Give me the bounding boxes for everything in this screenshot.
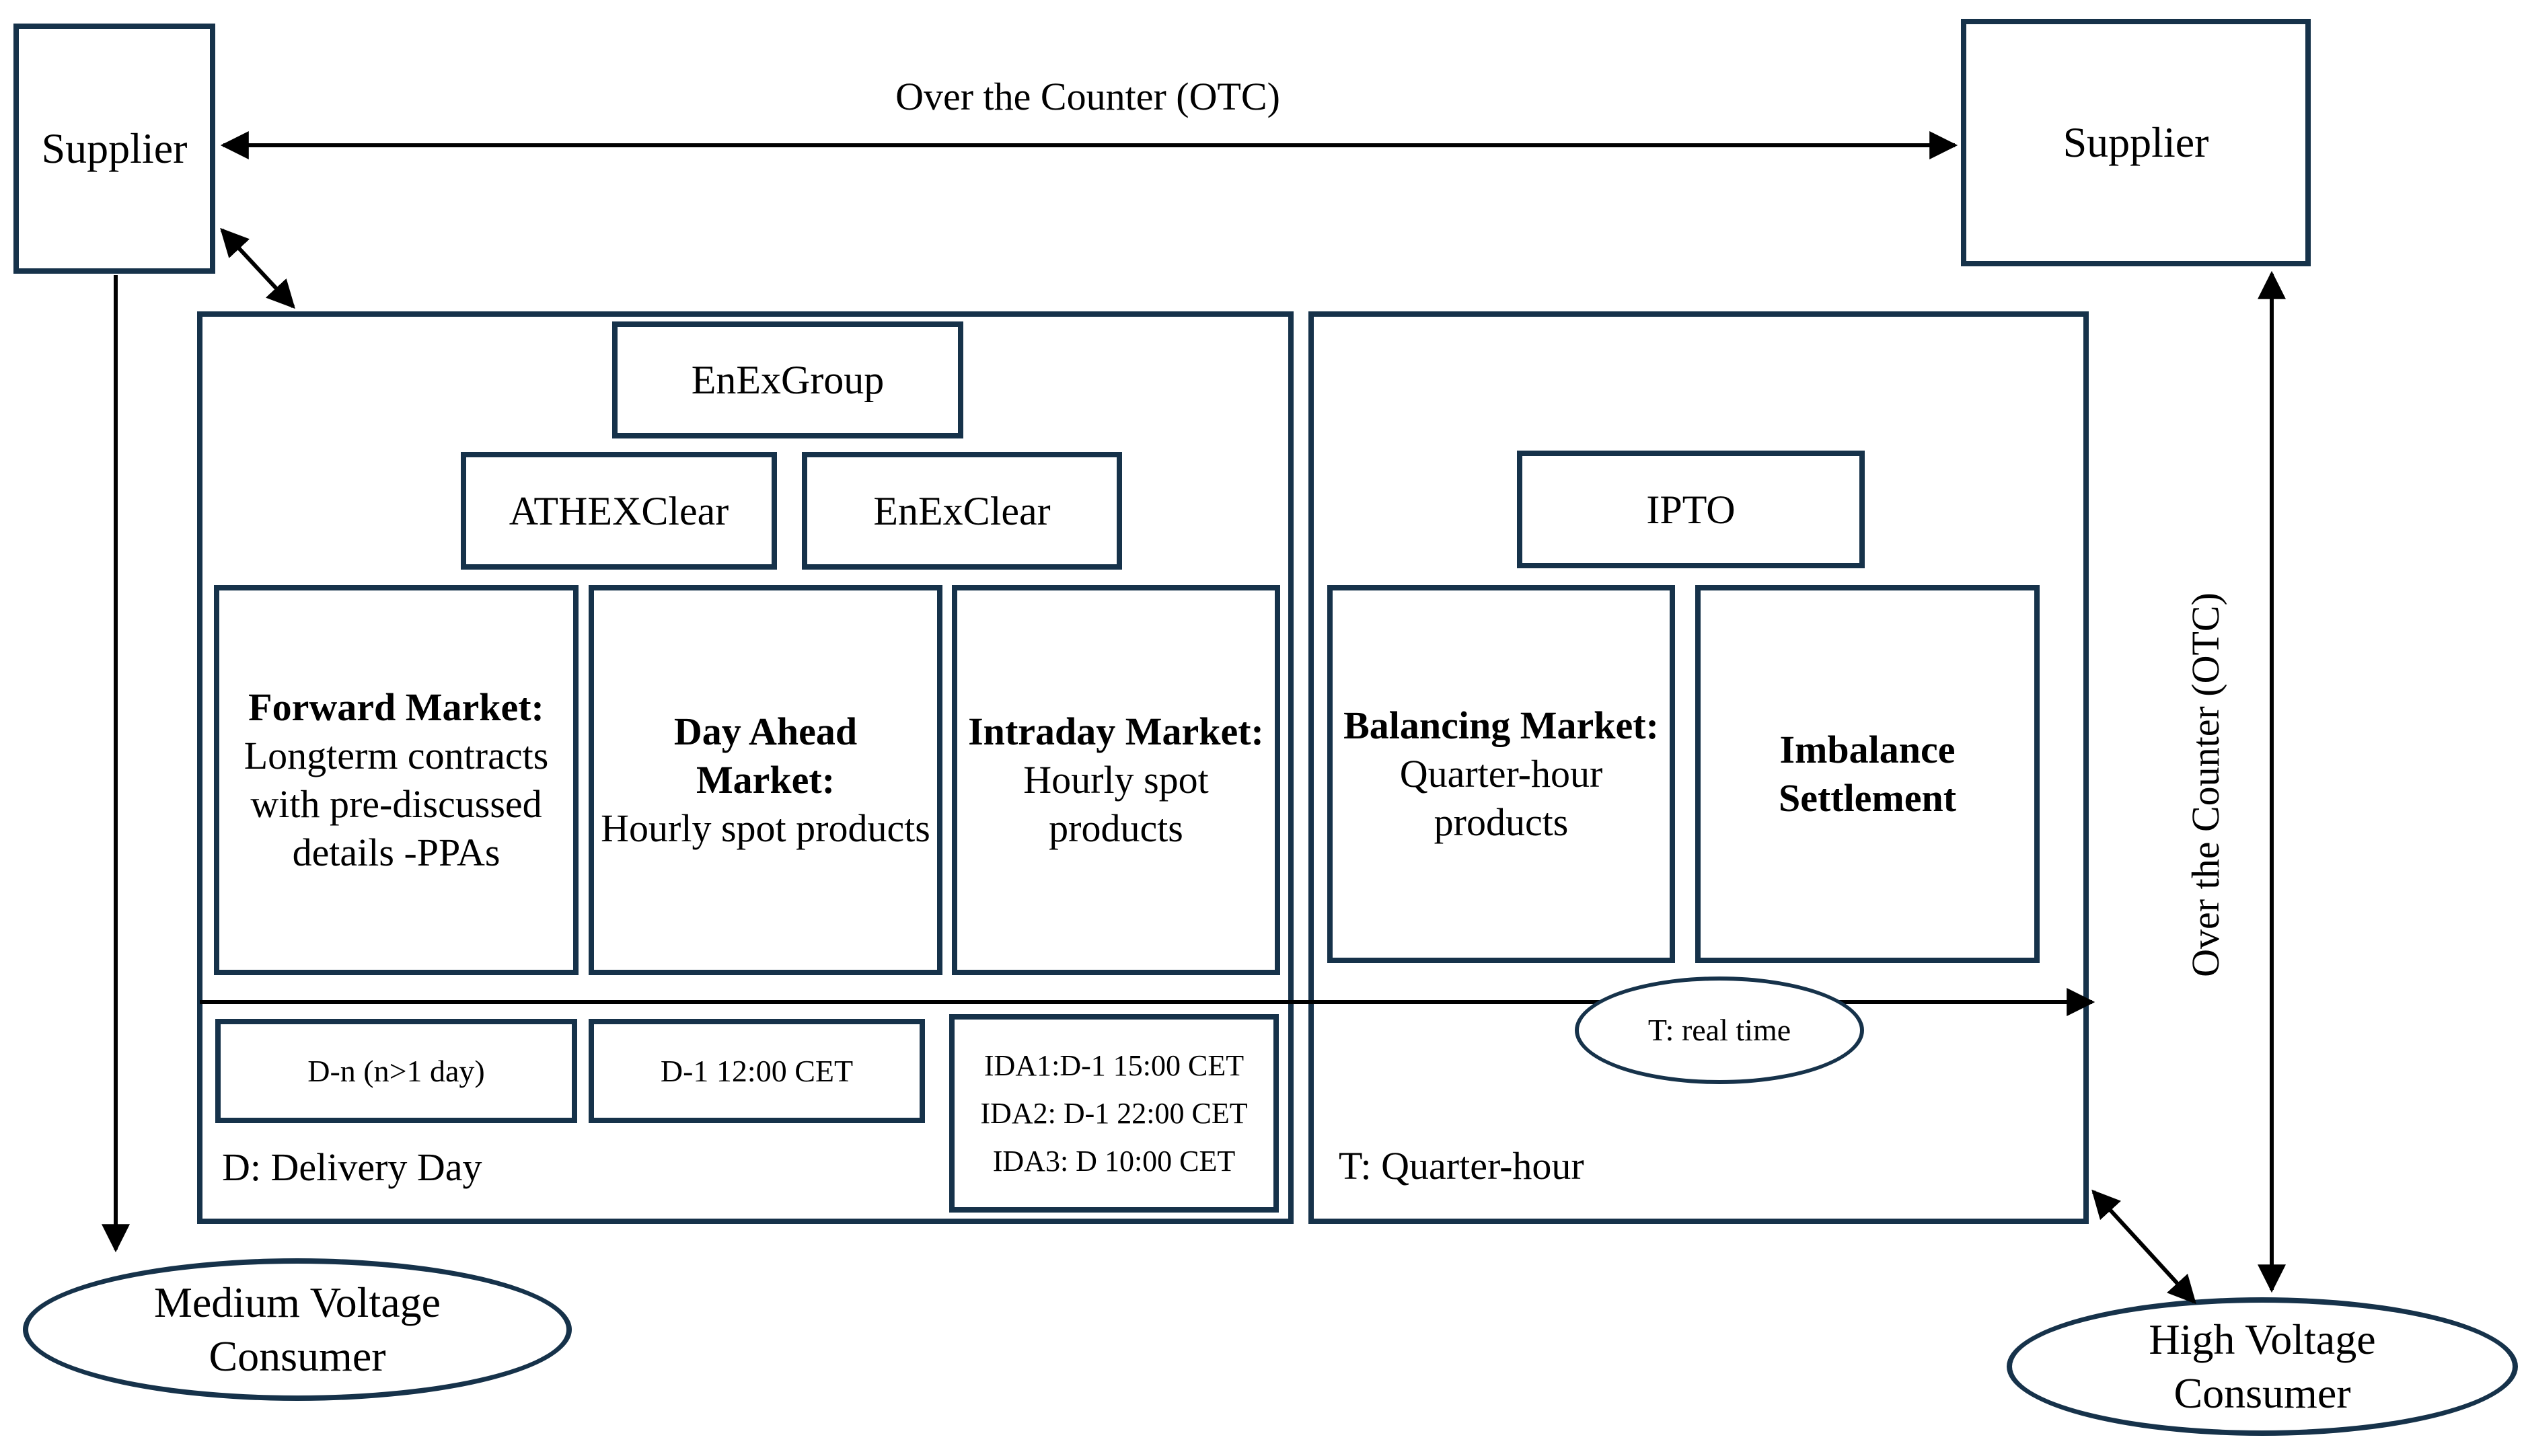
- day-ahead-market-box: Day Ahead Market: Hourly spot products: [589, 585, 942, 975]
- balancing-market-body: Quarter-hour products: [1399, 752, 1603, 844]
- otc-top-label: Over the Counter (OTC): [895, 75, 1280, 118]
- medium-voltage-consumer-label: Medium Voltage Consumer: [153, 1278, 441, 1380]
- supplier-exchange-arrow: [220, 227, 295, 309]
- high-voltage-consumer-label: High Voltage Consumer: [2149, 1315, 2376, 1417]
- otc-right-label: Over the Counter (OTC): [2184, 592, 2228, 977]
- balancing-high-voltage-arrow: [2091, 1189, 2196, 1305]
- athexclear-box: ATHEXClear: [461, 452, 777, 570]
- intraday-market-box: Intraday Market: Hourly spot products: [952, 585, 1280, 975]
- day-ahead-market-title: Day Ahead Market:: [673, 710, 858, 802]
- quarter-hour-legend: T: Quarter-hour: [1339, 1144, 1584, 1188]
- ipto-label: IPTO: [1646, 487, 1736, 532]
- intraday-timing-ida3: IDA3: D 10:00 CET: [992, 1145, 1236, 1178]
- forward-market-body: Longterm contracts with pre-discussed de…: [244, 734, 549, 874]
- intraday-market-body: Hourly spot products: [1023, 758, 1209, 850]
- supplier-left-label: Supplier: [41, 124, 188, 172]
- enexclear-label: EnExClear: [873, 488, 1051, 533]
- day-ahead-timing-label: D-1 12:00 CET: [660, 1053, 854, 1088]
- forward-timing-label: D-n (n>1 day): [307, 1053, 485, 1088]
- day-ahead-market-body: Hourly spot products: [601, 806, 930, 850]
- medium-voltage-consumer-ellipse: Medium Voltage Consumer: [23, 1258, 572, 1401]
- supplier-right-label: Supplier: [2063, 118, 2209, 166]
- supplier-left-box: Supplier: [13, 24, 215, 274]
- intraday-timing-ida2: IDA2: D-1 22:00 CET: [980, 1096, 1248, 1130]
- high-voltage-consumer-ellipse: High Voltage Consumer: [2007, 1297, 2518, 1436]
- imbalance-settlement-box: Imbalance Settlement: [1695, 585, 2040, 963]
- intraday-timing-ida1: IDA1:D-1 15:00 CET: [983, 1048, 1245, 1082]
- real-time-ellipse: T: real time: [1575, 976, 1864, 1084]
- intraday-market-title: Intraday Market:: [968, 710, 1264, 754]
- delivery-day-legend: D: Delivery Day: [222, 1145, 482, 1189]
- day-ahead-timing-box: D-1 12:00 CET: [589, 1019, 925, 1123]
- balancing-market-title: Balancing Market:: [1343, 703, 1659, 748]
- enexgroup-label: EnExGroup: [691, 358, 885, 402]
- real-time-label: T: real time: [1647, 1013, 1791, 1048]
- forward-market-box: Forward Market: Longterm contracts with …: [214, 585, 579, 975]
- imbalance-settlement-title: Imbalance Settlement: [1778, 728, 1957, 820]
- enexclear-box: EnExClear: [802, 452, 1122, 570]
- intraday-timing-box: IDA1:D-1 15:00 CET IDA2: D-1 22:00 CET I…: [949, 1014, 1279, 1213]
- enexgroup-box: EnExGroup: [612, 321, 963, 438]
- forward-timing-box: D-n (n>1 day): [215, 1019, 577, 1123]
- athexclear-label: ATHEXClear: [509, 488, 729, 533]
- supplier-right-box: Supplier: [1961, 19, 2311, 266]
- ipto-box: IPTO: [1517, 451, 1865, 568]
- balancing-market-box: Balancing Market: Quarter-hour products: [1327, 585, 1675, 963]
- forward-market-title: Forward Market:: [248, 685, 544, 730]
